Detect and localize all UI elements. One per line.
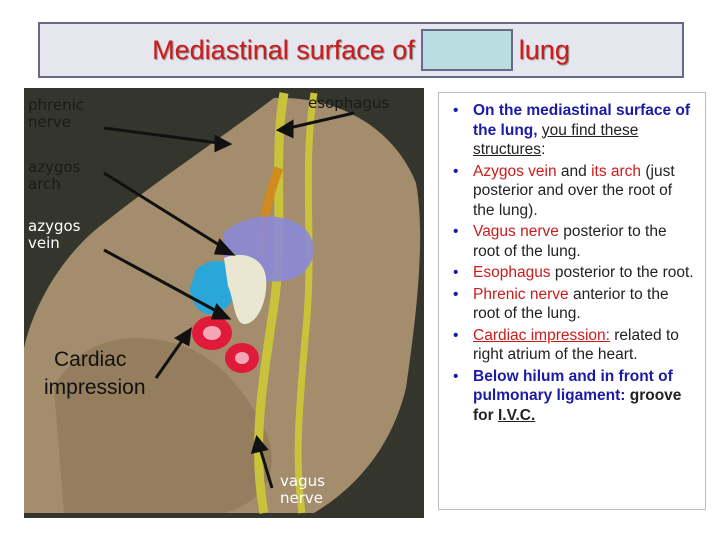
cardiac-impression-region: [54, 338, 272, 513]
bullet-text: I.V.C.: [497, 406, 536, 424]
bullet-panel: On the mediastinal surface of the lung, …: [438, 92, 706, 510]
bullet-text: Azygos vein: [473, 162, 557, 180]
label-phrenic-nerve-1: phrenic: [28, 96, 84, 114]
title-box: Mediastinal surface of lung: [38, 22, 684, 78]
label-azygos-vein-2: vein: [28, 234, 60, 252]
lung-figure: phrenic nerve esophagus azygos arch azyg…: [24, 88, 424, 518]
bullet-text: Esophagus: [473, 264, 551, 281]
bullet-item: Azygos vein and its arch (just posterior…: [449, 162, 697, 221]
bullet-text: Cardiac impression:: [473, 326, 610, 344]
bullet-text: you find these structures: [473, 121, 639, 159]
bullet-text: :: [541, 141, 546, 158]
bullet-text: its arch: [591, 162, 642, 180]
bullet-list: On the mediastinal surface of the lung, …: [439, 93, 705, 425]
vagus-nerve-stripe: [294, 92, 318, 514]
bullet-text: Below hilum and in front of pulmonary li…: [473, 367, 673, 405]
bullet-item: On the mediastinal surface of the lung, …: [449, 101, 697, 160]
bullet-text: Vagus nerve: [473, 223, 559, 240]
pulmonary-artery: [190, 260, 237, 315]
label-azygos-vein-1: azygos: [28, 217, 81, 235]
slide-title: Mediastinal surface of lung: [40, 24, 682, 76]
title-right: lung: [518, 34, 570, 65]
bullet-text: posterior to the root.: [550, 264, 694, 281]
bullet-item: Esophagus posterior to the root.: [449, 263, 697, 283]
title-blank-box: [420, 29, 513, 71]
bullet-text: and: [556, 162, 592, 180]
bronchus: [224, 254, 267, 325]
bullet-text: On the mediastinal surface of the lung,: [473, 102, 691, 139]
bullet-item: Vagus nerve posterior to the root of the…: [449, 222, 697, 261]
label-esophagus: esophagus: [308, 94, 389, 112]
label-vagus-nerve-2: nerve: [280, 489, 323, 507]
bullet-item: Cardiac impression: related to right atr…: [449, 326, 697, 365]
bullet-text: groove for: [473, 387, 682, 424]
label-phrenic-nerve-2: nerve: [28, 113, 71, 131]
bullet-text: (just posterior and over the root of the…: [473, 162, 675, 219]
label-azygos-arch-1: azygos: [28, 158, 81, 176]
bullet-item: Below hilum and in front of pulmonary li…: [449, 367, 697, 426]
label-vagus-nerve-1: vagus: [280, 472, 325, 490]
label-cardiac-impression-1: Cardiac: [54, 348, 126, 371]
label-arrows: [103, 111, 355, 489]
bullet-text: Phrenic nerve: [473, 285, 569, 303]
lung-illustration: phrenic nerve esophagus azygos arch azyg…: [24, 88, 424, 518]
title-left: Mediastinal surface of: [152, 34, 415, 65]
bullet-text: related to right atrium of the heart.: [473, 326, 679, 364]
label-azygos-arch-2: arch: [28, 175, 61, 193]
bullet-text: posterior to the root of the lung.: [473, 223, 667, 260]
bullet-item: Phrenic nerve anterior to the root of th…: [449, 285, 697, 324]
bullet-text: anterior to the root of the lung.: [473, 285, 669, 323]
label-cardiac-impression-2: impression: [44, 376, 146, 399]
